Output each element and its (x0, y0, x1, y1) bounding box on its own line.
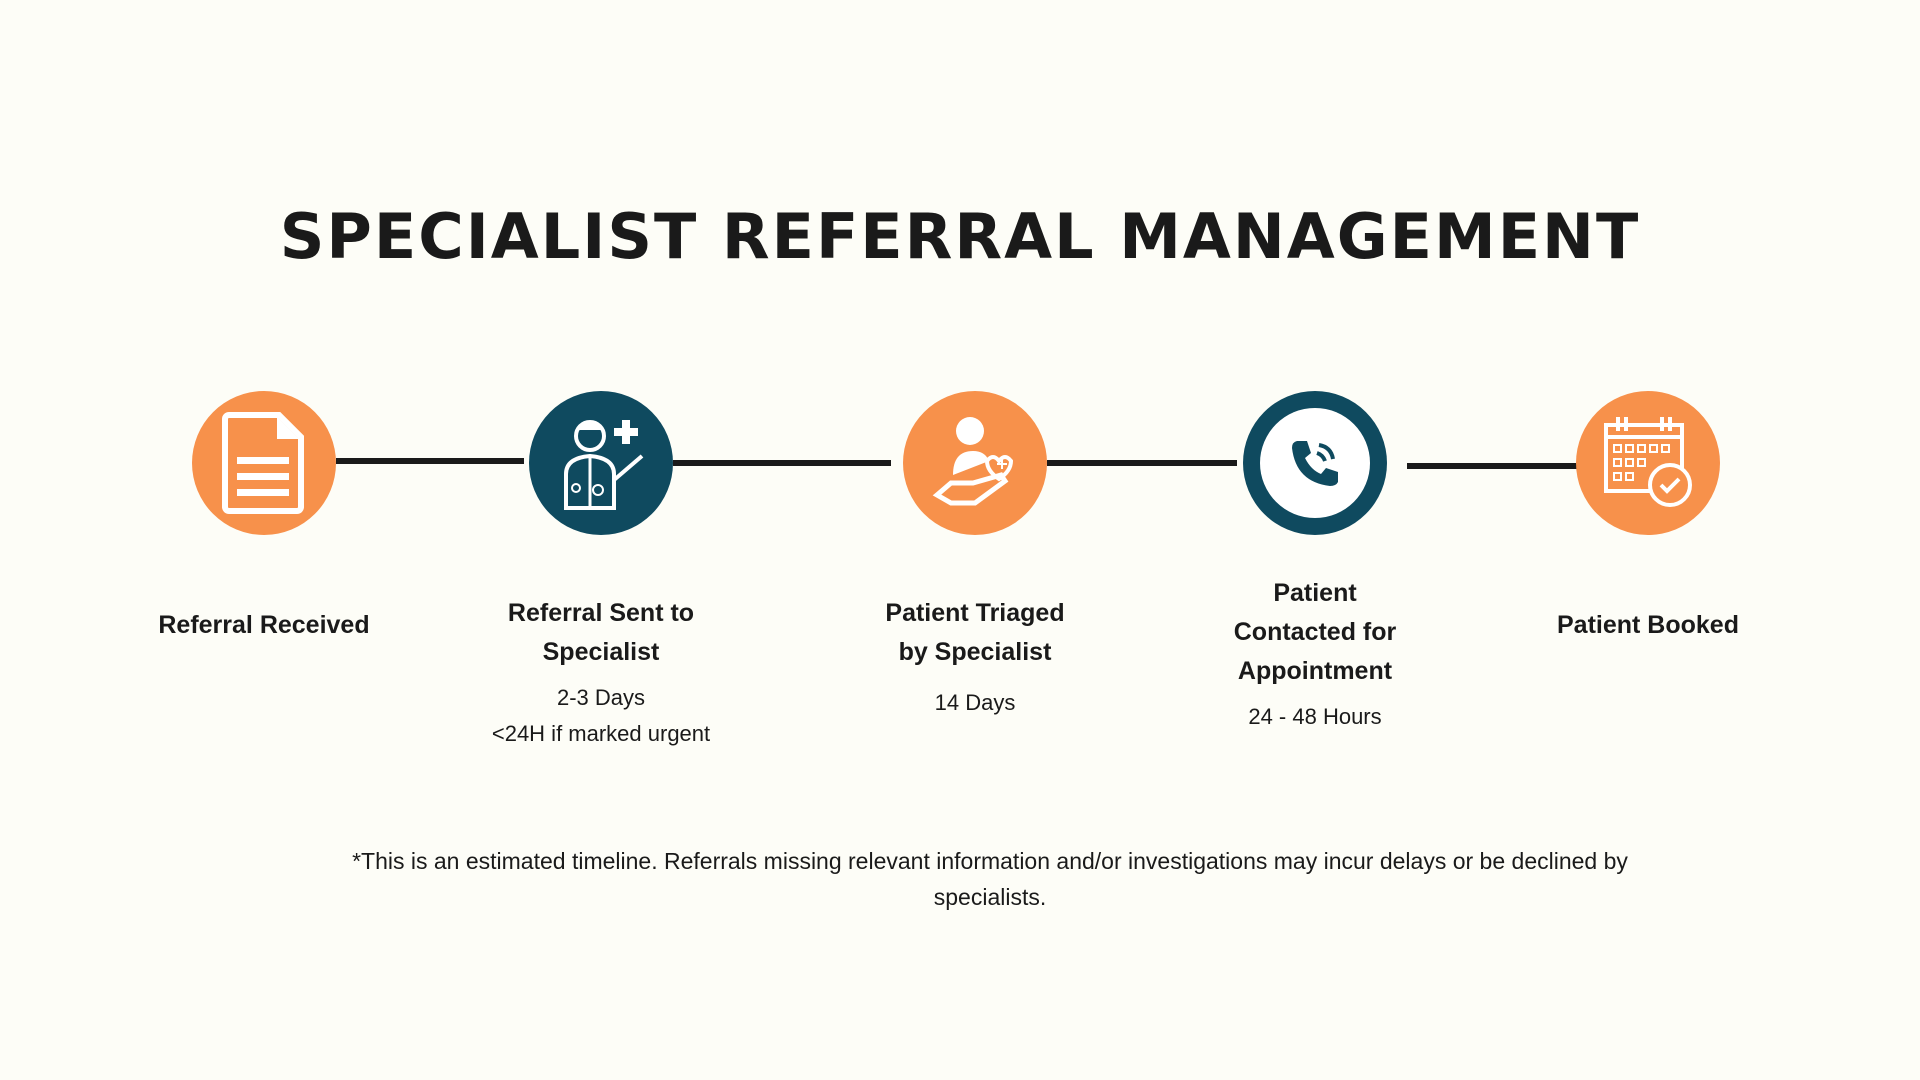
document-icon (222, 412, 304, 514)
step-2-duration: 2-3 Days <24H if marked urgent (451, 680, 751, 752)
step-4-circle (1243, 391, 1387, 535)
connector-line (1407, 463, 1577, 469)
step-4-label: Patient Contacted for Appointment (1175, 574, 1455, 691)
step-3-duration: 14 Days (934, 690, 1016, 715)
step-4-label-line: Patient (1273, 579, 1357, 607)
doctor-icon (564, 420, 644, 510)
step-2-label: Referral Sent to Specialist (461, 594, 741, 672)
step-5-circle (1576, 391, 1720, 535)
connector-line (1047, 460, 1237, 466)
patient-care-icon (932, 417, 1014, 506)
step-4-label-line: Contacted for (1233, 618, 1397, 646)
step-4-label-line: Appointment (1237, 657, 1393, 685)
step-2-circle (529, 391, 673, 535)
phone-icon (1292, 441, 1338, 486)
connector-line (336, 458, 524, 464)
step-1-label: Referral Received (158, 611, 370, 639)
step-2-duration-line: 2-3 Days (556, 685, 646, 710)
step-3-label-line: Patient Triaged (885, 599, 1065, 627)
footnote: *This is an estimated timeline. Referral… (352, 848, 1628, 910)
calendar-check-icon (1604, 417, 1692, 507)
step-1-circle (192, 391, 336, 535)
step-3-label-line: by Specialist (898, 638, 1052, 666)
step-2-label-line: Referral Sent to (507, 599, 695, 627)
step-3-label: Patient Triaged by Specialist (835, 594, 1115, 672)
page-title: SPECIALIST REFERRAL MANAGEMENT (279, 200, 1641, 273)
step-3-circle (903, 391, 1047, 535)
step-5-label: Patient Booked (1557, 611, 1739, 639)
step-2-label-line: Specialist (542, 638, 660, 666)
step-2-urgent-note: <24H if marked urgent (491, 721, 711, 746)
connector-line (673, 460, 891, 466)
step-4-duration: 24 - 48 Hours (1248, 704, 1382, 729)
